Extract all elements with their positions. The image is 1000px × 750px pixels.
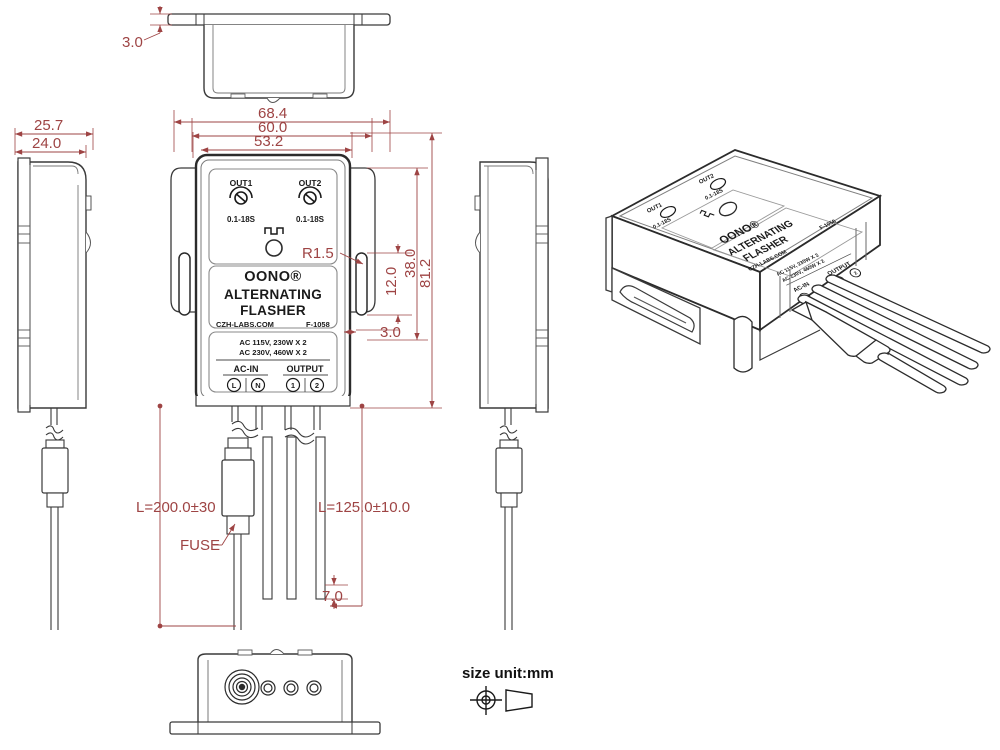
top-view: 3.0	[122, 6, 391, 103]
product-title-line1: ALTERNATING	[224, 287, 322, 302]
dim-hole-span: 60.0	[258, 119, 287, 136]
terminal-group-output: OUTPUT	[287, 364, 325, 374]
isometric-view: OUT1 0.1-18S OUT2 0.1-18S OONO® ALTERNAT…	[605, 149, 991, 394]
rating-line2: AC 230V, 460W X 2	[239, 348, 307, 357]
pin-output-2: 2	[315, 381, 319, 390]
bottom-view	[169, 649, 381, 735]
dim-overall-width: 68.4	[258, 105, 287, 122]
pin-output-1: 1	[291, 381, 295, 390]
dim-overall-height: 81.2	[417, 259, 434, 288]
led-indicator	[265, 239, 283, 257]
svg-text:2: 2	[853, 271, 860, 277]
dim-overall-depth: 25.7	[34, 117, 63, 134]
dim-slot-length: 12.0	[383, 267, 400, 296]
dim-slot-width: 3.0	[380, 324, 401, 341]
brand-name: OONO®	[244, 269, 302, 285]
dim-body-depth: 24.0	[32, 135, 61, 152]
dim-flange-thickness: 3.0	[122, 34, 143, 51]
bottom-connectors	[224, 669, 322, 705]
terminal-group-ac-in: AC-IN	[234, 364, 259, 374]
dim-stripped-tip-length: 7.0	[322, 588, 343, 605]
unit-note: size unit:mm	[462, 665, 554, 682]
front-view: 68.4 60.0 53.2 OUT1 0.1-18S OUT2 0.1-18S	[136, 105, 442, 630]
right-side-view	[474, 157, 549, 630]
model-label: F-1058	[306, 320, 330, 329]
iso-square-wave-icon	[699, 209, 715, 218]
dim-body-width: 53.2	[254, 133, 283, 150]
pot-out2: OUT2 0.1-18S	[296, 178, 325, 224]
unit-legend: size unit:mm	[462, 665, 554, 715]
pot-out1-label: OUT1	[230, 178, 253, 188]
square-wave-icon	[264, 227, 284, 235]
product-title-line2: FLASHER	[240, 303, 306, 318]
website-label: CZH-LABS.COM	[216, 320, 274, 329]
fuse-callout-label: FUSE	[180, 537, 220, 554]
pin-ac-in-l: L	[232, 381, 237, 390]
pot-out2-label: OUT2	[299, 178, 322, 188]
dim-output-wire-length: L=125.0±10.0	[318, 499, 410, 516]
dim-ac-in-wire-length: L=200.0±30	[136, 499, 216, 516]
pin-ac-in-n: N	[255, 381, 260, 390]
dim-corner-radius: R1.5	[302, 245, 334, 262]
rating-line1: AC 115V, 230W X 2	[239, 338, 306, 347]
first-angle-projection-icon	[470, 686, 533, 715]
left-side-view: 25.7 24.0	[14, 117, 94, 630]
pot-out1-range: 0.1-18S	[227, 215, 256, 224]
pot-out1: OUT1 0.1-18S	[227, 178, 256, 224]
dim-body-height: 38.0	[402, 249, 419, 278]
pot-out2-range: 0.1-18S	[296, 215, 325, 224]
